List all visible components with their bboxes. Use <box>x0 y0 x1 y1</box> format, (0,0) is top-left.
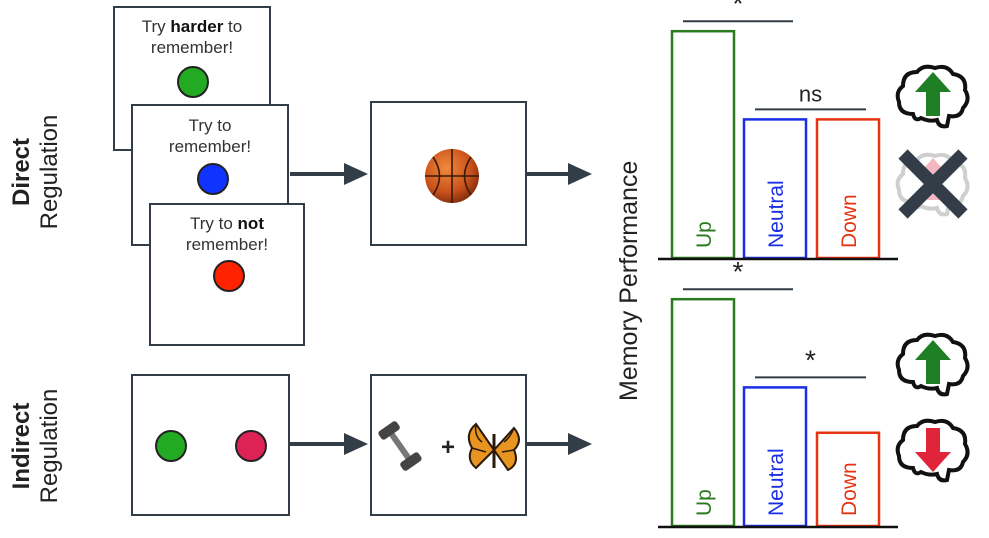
cue-text-down: Try to not remember! <box>185 214 269 254</box>
brain-cancelled-icon <box>895 149 970 219</box>
indirect-label-bold: Indirect <box>8 402 35 490</box>
bar-down-1 <box>815 431 881 528</box>
memory-performance-label: Memory Performance <box>615 160 643 401</box>
bar-label-up-1: Up <box>693 489 716 516</box>
basketball-icon <box>425 149 479 203</box>
brain-up-icon <box>895 64 970 129</box>
direct-label-bold: Direct <box>8 137 35 207</box>
sig-label-0-1: ns <box>799 81 822 106</box>
bar-label-neutral-1: Neutral <box>765 448 788 516</box>
sig-label-1-0: * <box>733 256 744 287</box>
bar-label-neutral-0: Neutral <box>765 180 788 248</box>
bar-label-down-1: Down <box>838 462 861 516</box>
direct-label-regular: Regulation <box>36 114 63 230</box>
bar-label-down-0: Down <box>838 194 861 248</box>
indirect-label-regular: Regulation <box>36 388 63 504</box>
plus-sign: + <box>441 434 456 461</box>
bar-neutral-1 <box>742 386 808 528</box>
indirect-dot-green <box>155 430 187 462</box>
cue-dot-green <box>177 66 209 98</box>
bar-up-0 <box>670 29 736 260</box>
chart-indirect: Up Neutral Down * * <box>658 256 898 529</box>
indirect-cue-box <box>131 374 290 516</box>
cue-dot-red <box>213 260 245 292</box>
arrowhead-indirect-2 <box>568 433 592 455</box>
dumbbell-icon <box>378 421 422 471</box>
arrowhead-indirect-1 <box>344 433 368 455</box>
chart-direct: Up Neutral Down * ns <box>658 0 898 261</box>
brain-down-icon <box>895 418 970 483</box>
sig-label-1-1: * <box>805 344 816 375</box>
bar-down-0 <box>815 118 881 260</box>
arrowhead-direct-2 <box>568 163 592 185</box>
bar-label-up-0: Up <box>693 221 716 248</box>
sig-label-0-0: * <box>733 0 744 19</box>
indirect-regulation-label: Indirect Regulation <box>8 356 68 536</box>
brain-up-icon-2 <box>895 332 970 397</box>
cue-text-up: Try harder to remember! <box>141 17 243 57</box>
butterfly-icon <box>467 422 520 472</box>
bar-up-1 <box>670 297 736 528</box>
cue-dot-blue <box>197 163 229 195</box>
direct-regulation-label: Direct Regulation <box>8 82 68 262</box>
indirect-dot-red <box>235 430 267 462</box>
arrowhead-direct-1 <box>344 163 368 185</box>
cue-text-neutral: Try to remember! <box>168 116 252 156</box>
cue-card-down: Try to not remember! <box>149 203 305 346</box>
bar-neutral-0 <box>742 118 808 260</box>
